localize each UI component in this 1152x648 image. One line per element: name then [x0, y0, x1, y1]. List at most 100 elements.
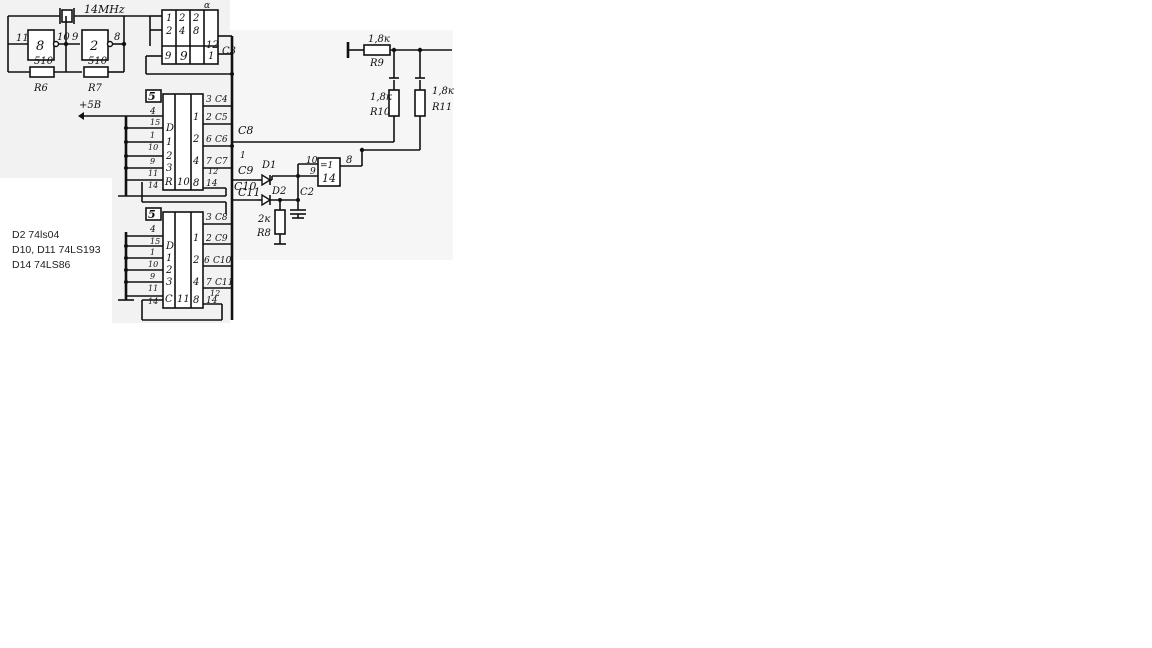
- input-label: 3: [166, 163, 172, 174]
- signal-label: C10: [213, 256, 232, 266]
- pin-label: 11: [148, 284, 158, 293]
- signal-label: C4: [215, 95, 228, 105]
- pin-label: 7: [206, 157, 212, 167]
- pin-label: 10: [148, 260, 158, 269]
- signal-label: C3: [222, 46, 236, 57]
- supply-input: +5В: [78, 100, 126, 120]
- gate-number: 8: [36, 39, 44, 54]
- resistor-network: 1,8к R9 1,8к R10 1,8к R11: [346, 34, 454, 153]
- pin-label: 1: [166, 13, 172, 24]
- signal-label: C7: [215, 157, 228, 167]
- pin-label: 6: [204, 256, 210, 266]
- resistor-r8: [274, 209, 286, 235]
- pin-label: 9: [72, 32, 79, 43]
- resistor-label: R7: [87, 83, 103, 94]
- pin-label: 2: [205, 113, 212, 123]
- gate-number: 2: [89, 39, 98, 54]
- resistor-label: R6: [33, 83, 49, 94]
- resistor-label: R11: [431, 102, 452, 113]
- pin-label: 2: [178, 13, 185, 24]
- pin-label: 14: [148, 181, 158, 190]
- pin-label: 5: [148, 208, 156, 221]
- output-label: 8: [193, 178, 199, 189]
- signal-bus: C8 1 C9 C10 C11: [230, 36, 394, 320]
- signal-label: C10: [234, 180, 256, 193]
- pin-label: 14: [206, 179, 218, 189]
- resistor-r11: [414, 89, 426, 117]
- output-label: 2: [192, 134, 199, 145]
- chip-number: 11: [177, 294, 190, 305]
- arrow-left-icon: [78, 112, 84, 120]
- pin-label: 9: [180, 49, 188, 63]
- pin-box: [145, 89, 162, 103]
- resistor-value: 510: [34, 56, 54, 67]
- xor-gate-body: [317, 157, 341, 187]
- resistor-r7: [83, 66, 109, 78]
- pin-label: 2: [192, 13, 199, 24]
- pin-label: 1: [208, 51, 214, 62]
- chip-body: [162, 93, 204, 191]
- pin-label: 10: [148, 143, 158, 152]
- pin-label: 6: [206, 135, 212, 145]
- resistor-r6: [29, 66, 55, 78]
- note-line: D14 74LS86: [12, 259, 71, 271]
- resistor-label: R8: [256, 228, 271, 239]
- diode-label: D1: [261, 160, 276, 171]
- gate-symbol: =1: [320, 161, 333, 171]
- pin-label: 15: [150, 237, 160, 246]
- pin-label: 1: [240, 151, 246, 161]
- pin-label: 8: [346, 155, 352, 166]
- pin-label: 1: [150, 131, 155, 140]
- pin-label: 14: [148, 297, 158, 306]
- resistor-value: 1,8к: [368, 34, 390, 45]
- counter-d11: 5 4 15 1 10 9 11 14 D 1 2 3 C 11 3 1 2 4…: [118, 182, 233, 321]
- signal-label: C9: [215, 234, 228, 244]
- pin-label: 5: [148, 90, 156, 103]
- input-label: D: [165, 241, 174, 252]
- signal-label: C6: [215, 135, 228, 145]
- pin-label: 9: [310, 167, 316, 177]
- resistor-label: R9: [369, 58, 385, 69]
- inverter-gate-2: [81, 29, 109, 61]
- output-label: 1: [193, 112, 199, 123]
- scan-background: [230, 30, 453, 260]
- signal-label: C8: [238, 124, 253, 137]
- signal-label: C5: [215, 113, 228, 123]
- signal-label: C8: [215, 213, 228, 223]
- resistor-r9: [363, 44, 391, 56]
- pin-label: 3: [206, 213, 212, 223]
- pin-label: α: [204, 1, 210, 11]
- crystal-frequency: 14МНz: [84, 3, 125, 16]
- signal-label: C11: [215, 278, 233, 288]
- output-label: 4: [192, 156, 199, 167]
- chip-body: [162, 211, 204, 309]
- crystal-icon: [61, 9, 73, 23]
- diode-d2-icon: [261, 193, 272, 207]
- xor-gate-d14: =1 14 8 10 9: [272, 150, 363, 187]
- output-label: 8: [193, 295, 199, 306]
- output-label: 2: [192, 255, 199, 266]
- pin-label: 2: [205, 234, 212, 244]
- pin-label: 2: [165, 26, 172, 37]
- note-line: D2 74ls04: [12, 229, 60, 241]
- resistor-value: 510: [88, 56, 108, 67]
- resistor-label: R10: [369, 107, 391, 118]
- pin-label: 11: [16, 33, 29, 44]
- pin-label: 9: [165, 51, 172, 62]
- resistor-value: 1,8к: [432, 86, 454, 97]
- diode-label: D2: [271, 186, 286, 197]
- resistor-value: 1,8к: [370, 92, 392, 103]
- resistor-value: 2к: [257, 214, 270, 225]
- input-label: 1: [166, 253, 172, 264]
- signal-label: C11: [238, 186, 260, 199]
- input-label: D: [165, 123, 174, 134]
- pin-label: 15: [150, 118, 160, 127]
- pin-label: 4: [178, 26, 185, 37]
- pin-box: [145, 207, 162, 221]
- input-label: 2: [165, 151, 172, 162]
- input-label: 2: [165, 265, 172, 276]
- pin-label: 10: [306, 156, 318, 166]
- top-chip: 1 2 2 4 2 8 9 9 1 12 C3 α: [145, 1, 236, 75]
- capacitor-label: C2: [300, 187, 314, 198]
- part-notes: D2 74ls04 D10, D11 74LS193 D14 74LS86: [12, 228, 101, 273]
